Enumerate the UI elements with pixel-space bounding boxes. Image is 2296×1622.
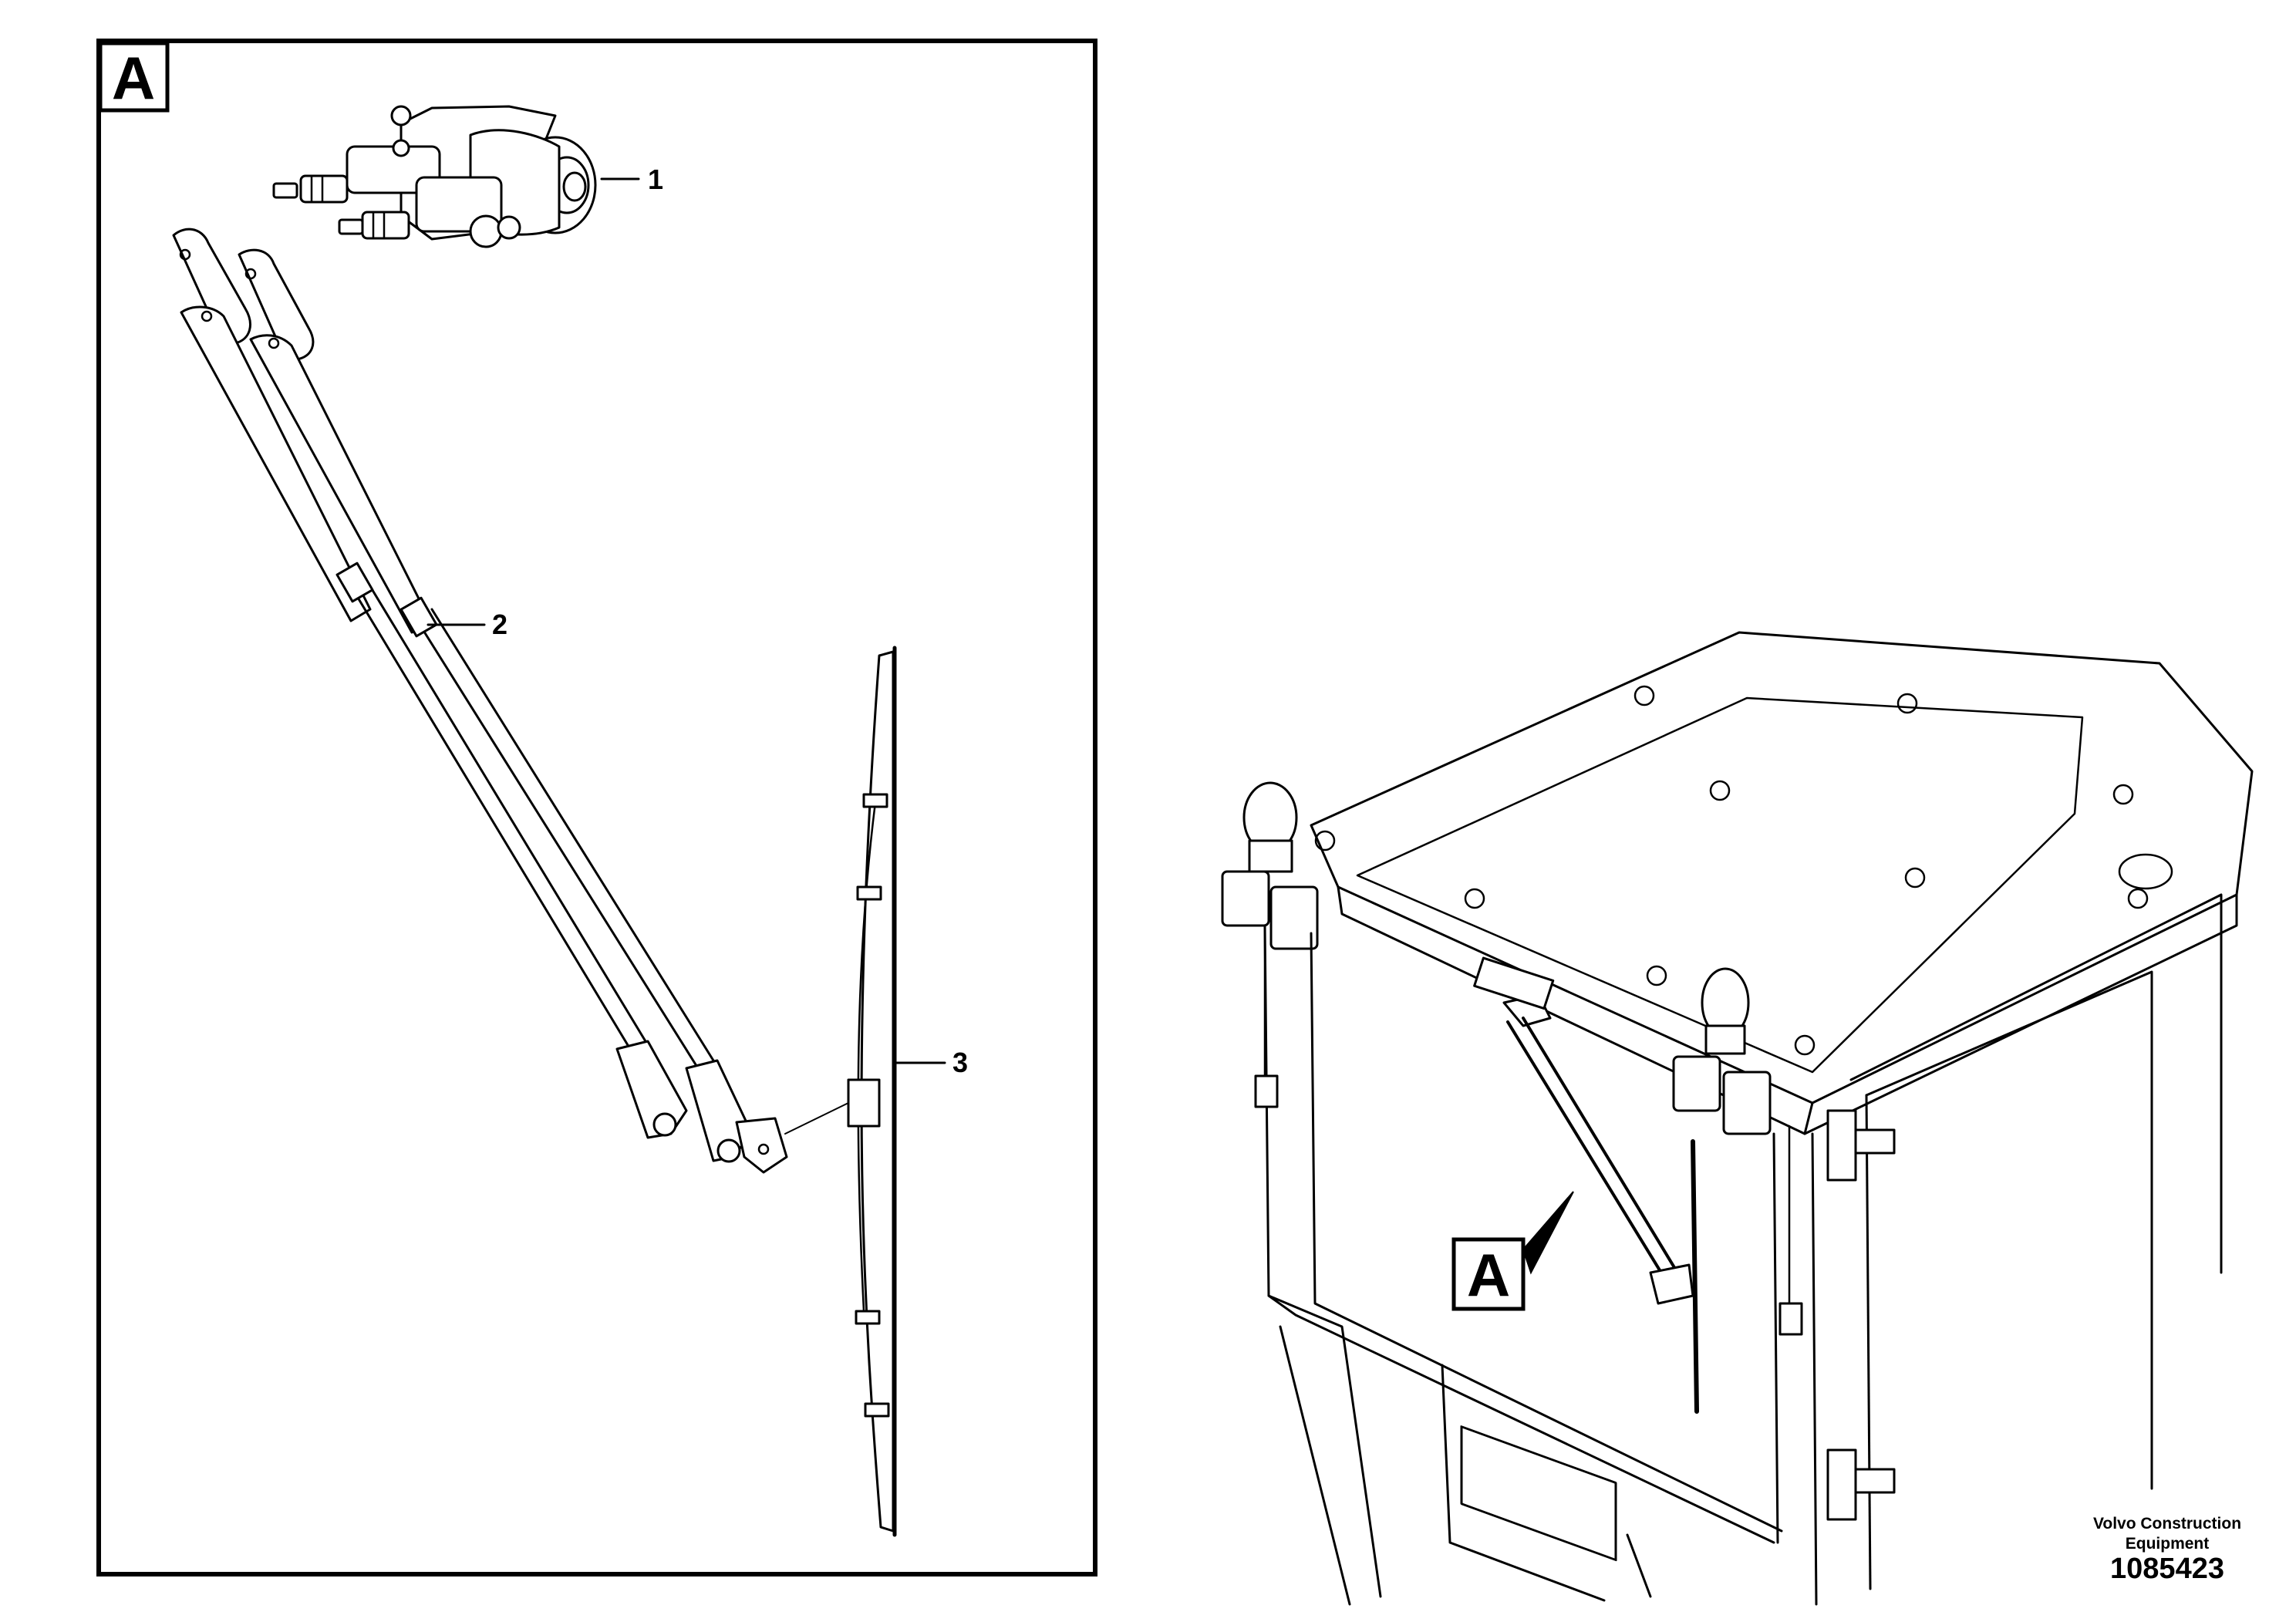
detail-view-label: A (112, 44, 155, 112)
detail-view-a: A (96, 39, 1097, 1576)
wiper-motor (272, 105, 597, 248)
cab-roof (1310, 631, 2254, 1104)
callout-1: 1 (648, 164, 663, 195)
cab-overview: A (1221, 631, 2254, 1606)
view-a-pointer (1522, 1191, 1574, 1275)
brand-line-2: Equipment (2125, 1535, 2210, 1553)
detail-view-badge (98, 41, 170, 113)
brand-line-1: Volvo Construction (2092, 1515, 2242, 1533)
wiper-blade (784, 646, 897, 1537)
callout-2: 2 (492, 609, 507, 640)
wiper-arm (172, 228, 788, 1174)
drawing-reference-number: 1085423 (2110, 1553, 2224, 1585)
detail-frame (96, 39, 1097, 1576)
overview-view-badge (1451, 1237, 1526, 1311)
overview-view-label: A (1467, 1241, 1510, 1309)
brand-caption: Volvo Construction Equipment (2052, 1514, 2283, 1554)
callout-3: 3 (952, 1047, 968, 1078)
